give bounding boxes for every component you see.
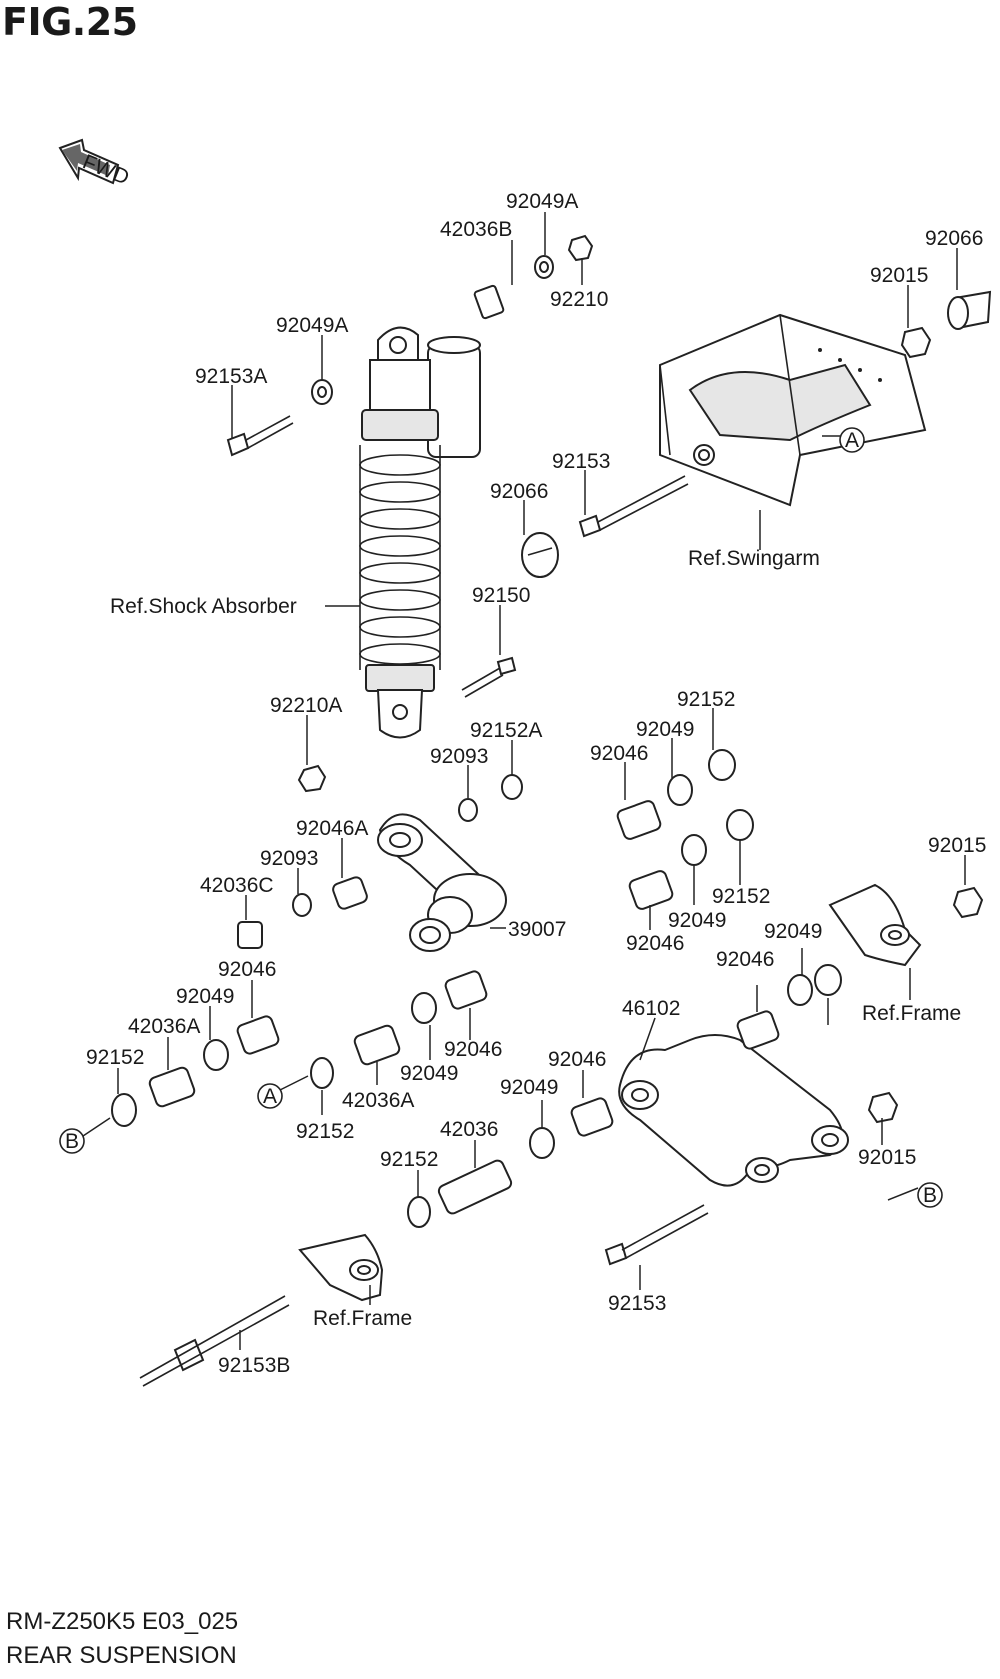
ref-swingarm: Ref.Swingarm — [688, 547, 820, 570]
part-label: 42036B — [440, 218, 512, 241]
part-label: 42036C — [200, 874, 274, 897]
marker-a-swingarm-text: A — [845, 429, 859, 452]
part-label: 92015 — [870, 264, 928, 287]
part-label: 92049A — [506, 190, 578, 213]
frame-bracket-upper — [828, 883, 922, 967]
part-label: 92046 — [218, 958, 276, 981]
part-label: 92015 — [928, 834, 986, 857]
marker-b-right: B — [917, 1182, 943, 1208]
part-label: 92152 — [712, 885, 770, 908]
part-label: 92210 — [550, 288, 608, 311]
part-label: 42036A — [342, 1089, 414, 1112]
part-label: 92015 — [858, 1146, 916, 1169]
part-label: 92152 — [296, 1120, 354, 1143]
part-label: 42036 — [440, 1118, 498, 1141]
part-label: 92049 — [176, 985, 234, 1008]
small-parts — [111, 234, 992, 1387]
connecting-rod — [377, 813, 507, 952]
part-label: 92046 — [716, 948, 774, 971]
frame-bracket-lower — [298, 1233, 384, 1302]
fwd-text: FWD — [79, 150, 132, 189]
part-label: 42036A — [128, 1015, 200, 1038]
ref-frame-lower: Ref.Frame — [313, 1307, 412, 1330]
figure-title: FIG.25 — [2, 0, 138, 44]
part-label: 92046 — [444, 1038, 502, 1061]
marker-a-left: A — [257, 1083, 283, 1109]
part-label: 46102 — [622, 997, 680, 1020]
section-name: REAR SUSPENSION — [6, 1642, 237, 1669]
part-label: 92153 — [608, 1292, 666, 1315]
part-label: 92210A — [270, 694, 342, 717]
cushion-lever — [618, 1034, 849, 1187]
part-label: 92049 — [636, 718, 694, 741]
part-label: 92046 — [626, 932, 684, 955]
marker-b-left-text: B — [65, 1130, 79, 1153]
shock-absorber — [359, 326, 481, 739]
marker-b-right-text: B — [923, 1184, 937, 1207]
part-label: 92049 — [400, 1062, 458, 1085]
part-label: 92153A — [195, 365, 267, 388]
part-label: 92153B — [218, 1354, 290, 1377]
part-label: 92046A — [296, 817, 368, 840]
part-label: 92152 — [380, 1148, 438, 1171]
leader-lines — [79, 212, 966, 1350]
part-label: 92152 — [86, 1046, 144, 1069]
part-label: 92049 — [500, 1076, 558, 1099]
ref-shock-absorber: Ref.Shock Absorber — [110, 595, 297, 618]
marker-b-left: B — [59, 1128, 85, 1154]
ref-frame-upper: Ref.Frame — [862, 1002, 961, 1025]
part-label: 92046 — [548, 1048, 606, 1071]
marker-a-left-text: A — [263, 1085, 277, 1108]
part-label: 92066 — [490, 480, 548, 503]
part-label: 39007 — [508, 918, 566, 941]
part-label: 92153 — [552, 450, 610, 473]
fwd-arrow-icon: FWD — [58, 138, 132, 190]
part-labels: 92049A 42036B 92210 92066 92015 92049A 9… — [86, 190, 986, 1377]
part-label: 92093 — [430, 745, 488, 768]
part-label: 92049 — [668, 909, 726, 932]
part-label: 92152A — [470, 719, 542, 742]
part-label: 92150 — [472, 584, 530, 607]
part-label: 92066 — [925, 227, 983, 250]
swingarm-section — [659, 313, 927, 507]
part-label: 92049A — [276, 314, 348, 337]
part-label: 92152 — [677, 688, 735, 711]
part-label: 92049 — [764, 920, 822, 943]
part-label: 92093 — [260, 847, 318, 870]
marker-a-swingarm: A — [839, 427, 865, 453]
part-label: 92046 — [590, 742, 648, 765]
model-code: RM-Z250K5 E03_025 — [6, 1608, 239, 1635]
